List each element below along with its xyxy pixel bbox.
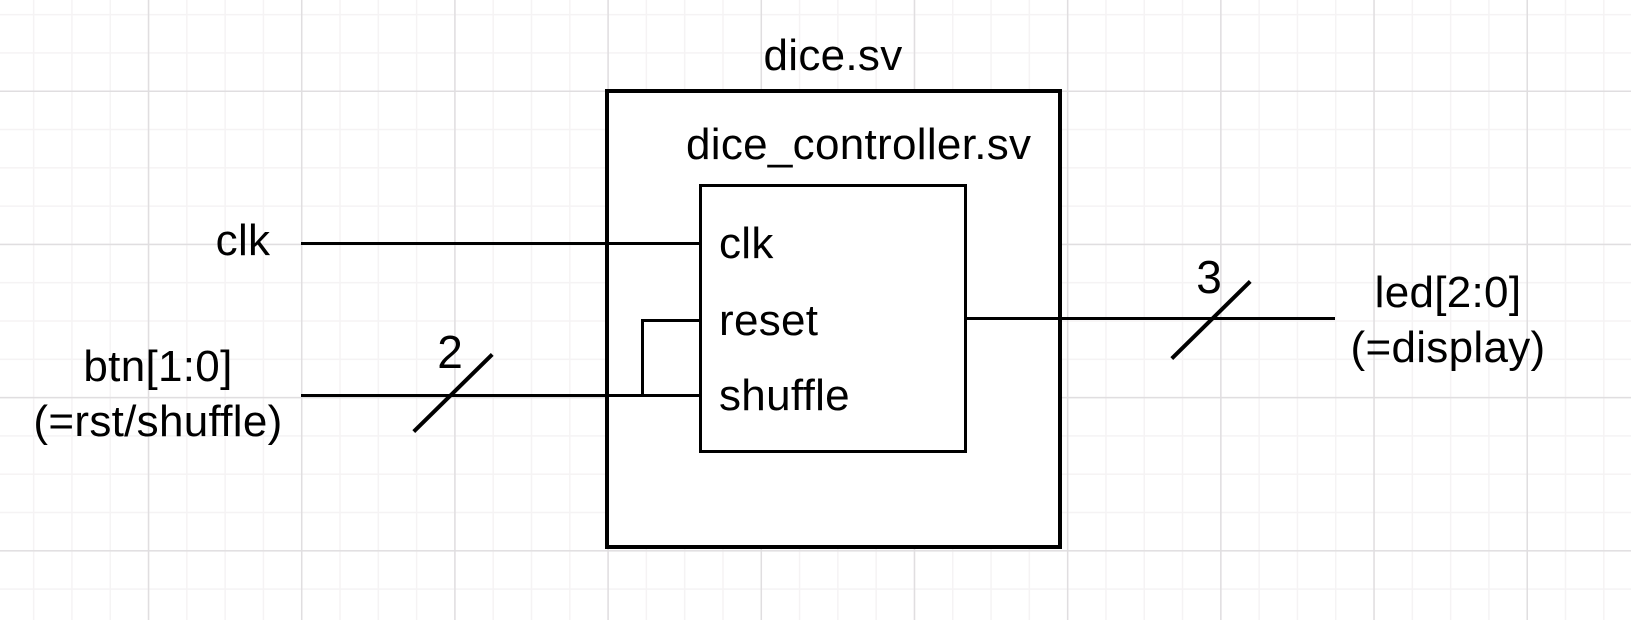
bus-width-label-btn: 2	[437, 326, 463, 378]
input-label-btn: btn[1:0] (=rst/shuffle)	[8, 339, 308, 449]
port-label-reset: reset	[719, 296, 819, 345]
input-label-btn-name: btn[1:0]	[83, 342, 233, 391]
output-label-led-alias: (=display)	[1350, 323, 1546, 372]
clk-wire	[301, 242, 702, 245]
output-label-led-name: led[2:0]	[1374, 268, 1522, 317]
inner-module-box	[699, 184, 967, 453]
btn-shuffle-wire	[301, 394, 702, 397]
output-label-led: led[2:0] (=display)	[1298, 265, 1598, 375]
reset-branch-wire	[641, 319, 644, 397]
file-title-label: dice.sv	[763, 31, 903, 80]
port-label-shuffle: shuffle	[719, 371, 850, 420]
led-wire	[964, 317, 1335, 320]
module-title-label: dice_controller.sv	[686, 120, 1032, 169]
input-label-btn-alias: (=rst/shuffle)	[33, 397, 283, 446]
reset-stub-wire	[641, 319, 702, 322]
input-label-clk: clk	[215, 216, 271, 265]
bus-width-label-led: 3	[1196, 251, 1222, 303]
port-label-clk: clk	[719, 219, 774, 268]
